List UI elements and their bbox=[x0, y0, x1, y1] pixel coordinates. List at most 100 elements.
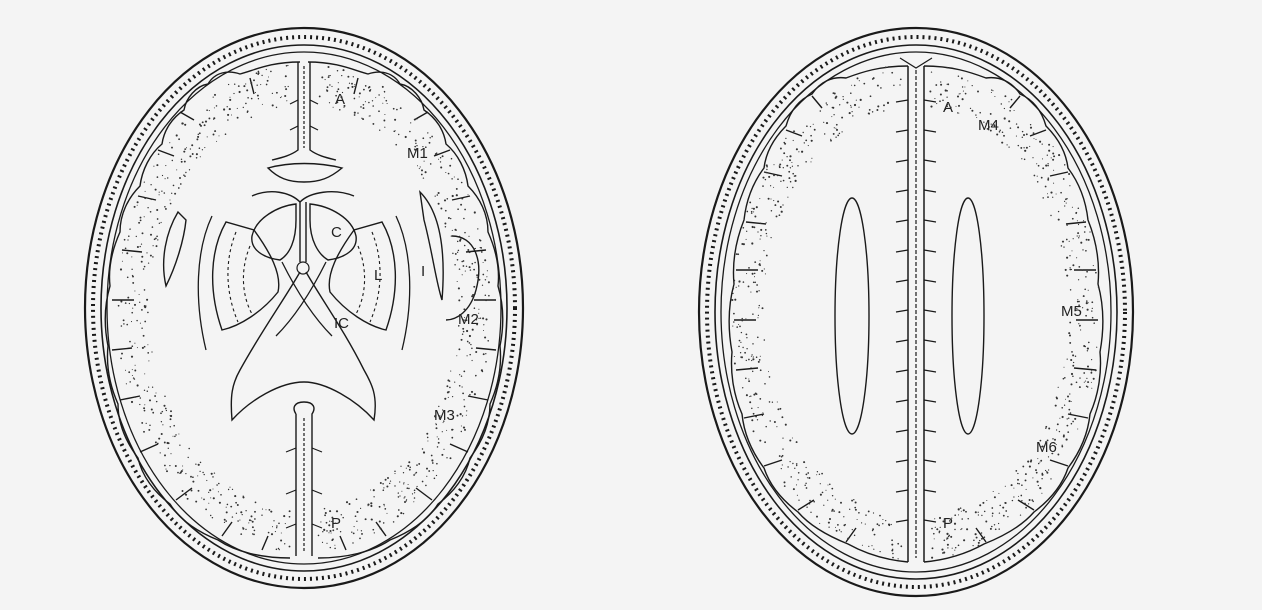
stipple-dot bbox=[1041, 493, 1042, 494]
stipple-dot bbox=[795, 180, 797, 182]
stipple-dot bbox=[185, 494, 187, 496]
stipple-dot bbox=[872, 111, 873, 112]
stipple-dot bbox=[281, 533, 282, 534]
stipple-dot bbox=[756, 206, 758, 208]
stipple-dot bbox=[461, 375, 462, 376]
stipple-dot bbox=[148, 360, 149, 361]
stipple-dot bbox=[442, 409, 443, 410]
stipple-dot bbox=[320, 521, 321, 522]
stipple-dot bbox=[146, 252, 147, 253]
stipple-dot bbox=[782, 204, 783, 205]
stipple-dot bbox=[470, 344, 471, 345]
stipple-dot bbox=[456, 194, 458, 196]
stipple-dot bbox=[140, 246, 141, 247]
stipple-dot bbox=[855, 509, 857, 511]
stipple-dot bbox=[857, 77, 859, 79]
stipple-dot bbox=[753, 394, 755, 396]
stipple-dot bbox=[963, 91, 964, 92]
stipple-dot bbox=[285, 523, 286, 524]
stipple-dot bbox=[939, 532, 940, 533]
stipple-dot bbox=[460, 204, 462, 206]
stipple-dot bbox=[851, 500, 853, 502]
stipple-dot bbox=[739, 340, 741, 342]
stipple-dot bbox=[398, 509, 400, 511]
stipple-dot bbox=[882, 519, 883, 520]
stipple-dot bbox=[370, 502, 372, 504]
stipple-dot bbox=[284, 543, 285, 544]
stipple-dot bbox=[742, 318, 743, 319]
stipple-dot bbox=[206, 109, 208, 111]
stipple-dot bbox=[754, 282, 756, 284]
stipple-dot bbox=[134, 343, 135, 344]
stipple-dot bbox=[1015, 470, 1017, 472]
stipple-dot bbox=[1058, 387, 1059, 388]
stipple-dot bbox=[1077, 235, 1078, 236]
stipple-dot bbox=[757, 231, 758, 232]
stipple-dot bbox=[337, 70, 338, 71]
stipple-dot bbox=[181, 159, 182, 160]
stipple-dot bbox=[1047, 165, 1049, 167]
stipple-dot bbox=[1062, 241, 1064, 243]
stipple-dot bbox=[978, 512, 979, 513]
stipple-dot bbox=[957, 95, 959, 97]
stipple-dot bbox=[404, 497, 405, 498]
stipple-dot bbox=[1069, 322, 1071, 324]
stipple-dot bbox=[235, 502, 237, 504]
stipple-dot bbox=[137, 205, 138, 206]
stipple-dot bbox=[409, 131, 411, 133]
stipple-dot bbox=[446, 457, 447, 458]
stipple-dot bbox=[774, 204, 776, 206]
stipple-dot bbox=[190, 148, 191, 149]
stipple-dot bbox=[329, 84, 330, 85]
stipple-dot bbox=[783, 142, 785, 144]
stipple-dot bbox=[211, 473, 213, 475]
stipple-dot bbox=[785, 138, 786, 139]
stipple-dot bbox=[954, 514, 956, 516]
stipple-dot bbox=[865, 524, 866, 525]
stipple-dot bbox=[796, 484, 797, 485]
stipple-dot bbox=[445, 210, 447, 212]
stipple-dot bbox=[820, 494, 822, 496]
stipple-dot bbox=[1072, 207, 1073, 208]
stipple-dot bbox=[766, 222, 767, 223]
stipple-dot bbox=[261, 75, 262, 76]
stipple-dot bbox=[144, 289, 146, 291]
stipple-dot bbox=[139, 294, 140, 295]
stipple-dot bbox=[459, 236, 460, 237]
stipple-dot bbox=[873, 549, 874, 550]
stipple-dot bbox=[378, 110, 380, 112]
stipple-dot bbox=[356, 511, 358, 513]
stipple-dot bbox=[826, 104, 827, 105]
stipple-dot bbox=[835, 128, 836, 129]
stipple-dot bbox=[830, 139, 831, 140]
stipple-dot bbox=[165, 408, 167, 410]
stipple-dot bbox=[457, 241, 459, 243]
stipple-dot bbox=[484, 336, 486, 338]
stipple-dot bbox=[225, 520, 227, 522]
stipple-dot bbox=[393, 521, 395, 523]
stipple-dot bbox=[758, 307, 759, 308]
stipple-dot bbox=[426, 433, 428, 435]
stipple-dot bbox=[768, 198, 770, 200]
stipple-dot bbox=[746, 231, 747, 232]
stipple-dot bbox=[126, 252, 128, 254]
stipple-dot bbox=[766, 164, 768, 166]
stipple-dot bbox=[485, 279, 486, 280]
stipple-dot bbox=[463, 427, 465, 429]
stipple-dot bbox=[329, 510, 331, 512]
stipple-dot bbox=[285, 75, 287, 77]
stipple-dot bbox=[201, 497, 202, 498]
stipple-dot bbox=[423, 177, 424, 178]
stipple-dot bbox=[237, 108, 238, 109]
stipple-dot bbox=[157, 443, 159, 445]
stipple-dot bbox=[955, 547, 956, 548]
stipple-dot bbox=[765, 179, 766, 180]
stipple-dot bbox=[200, 125, 202, 127]
label-a-left: A bbox=[335, 91, 345, 108]
stipple-dot bbox=[252, 521, 254, 523]
stipple-dot bbox=[335, 522, 337, 524]
stipple-dot bbox=[819, 474, 820, 475]
stipple-dot bbox=[930, 106, 932, 108]
stipple-dot bbox=[153, 166, 154, 167]
stipple-dot bbox=[327, 66, 329, 68]
